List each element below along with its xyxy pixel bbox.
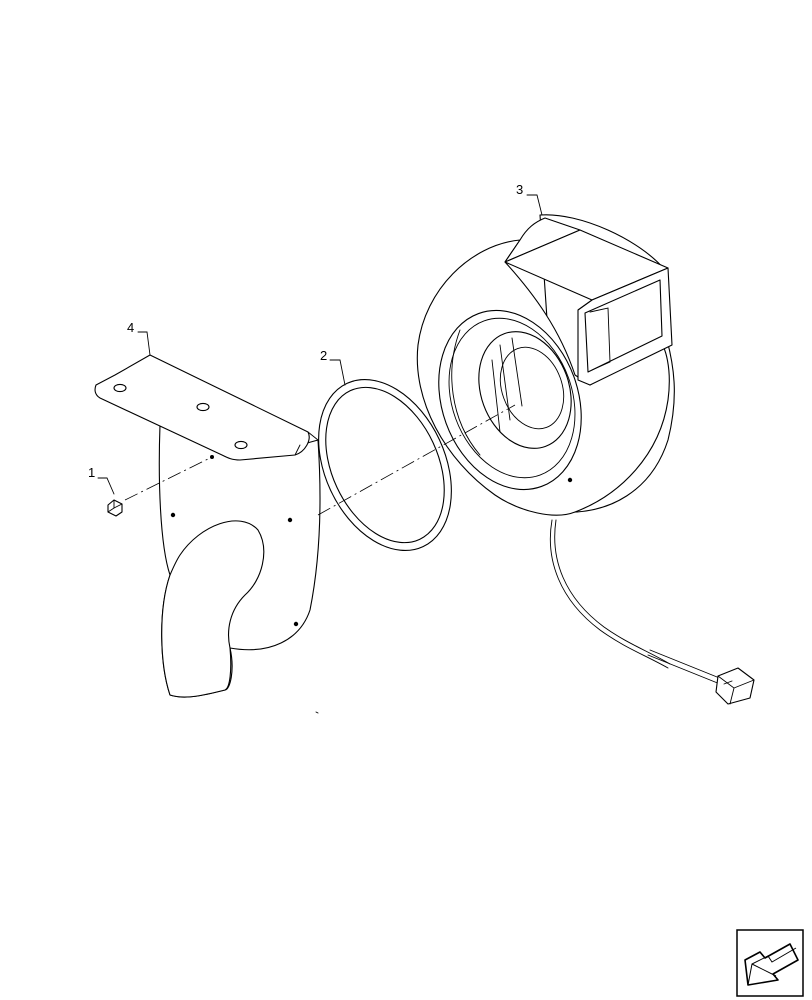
callout-label-3: 3 <box>516 182 523 197</box>
callout-label-4: 4 <box>127 320 134 335</box>
callout-4: 4 <box>127 320 151 356</box>
callout-2: 2 <box>320 348 346 386</box>
blower-fan-housing <box>416 214 755 705</box>
blower-outlet-duct <box>504 229 673 386</box>
page-mark <box>315 711 319 714</box>
wire-connector <box>715 667 755 705</box>
assembly-centerline-upper <box>124 456 213 501</box>
callout-1: 1 <box>88 465 115 495</box>
next-page-arrow-icon[interactable] <box>736 929 804 997</box>
mounting-bracket <box>94 354 321 698</box>
gasket-ring <box>318 379 452 551</box>
callout-label-1: 1 <box>88 465 95 480</box>
callout-3: 3 <box>516 182 543 216</box>
screw-icon <box>107 499 123 517</box>
callout-label-2: 2 <box>320 348 327 363</box>
assembly-centerline-lower <box>317 404 516 516</box>
wire-harness <box>549 519 669 669</box>
